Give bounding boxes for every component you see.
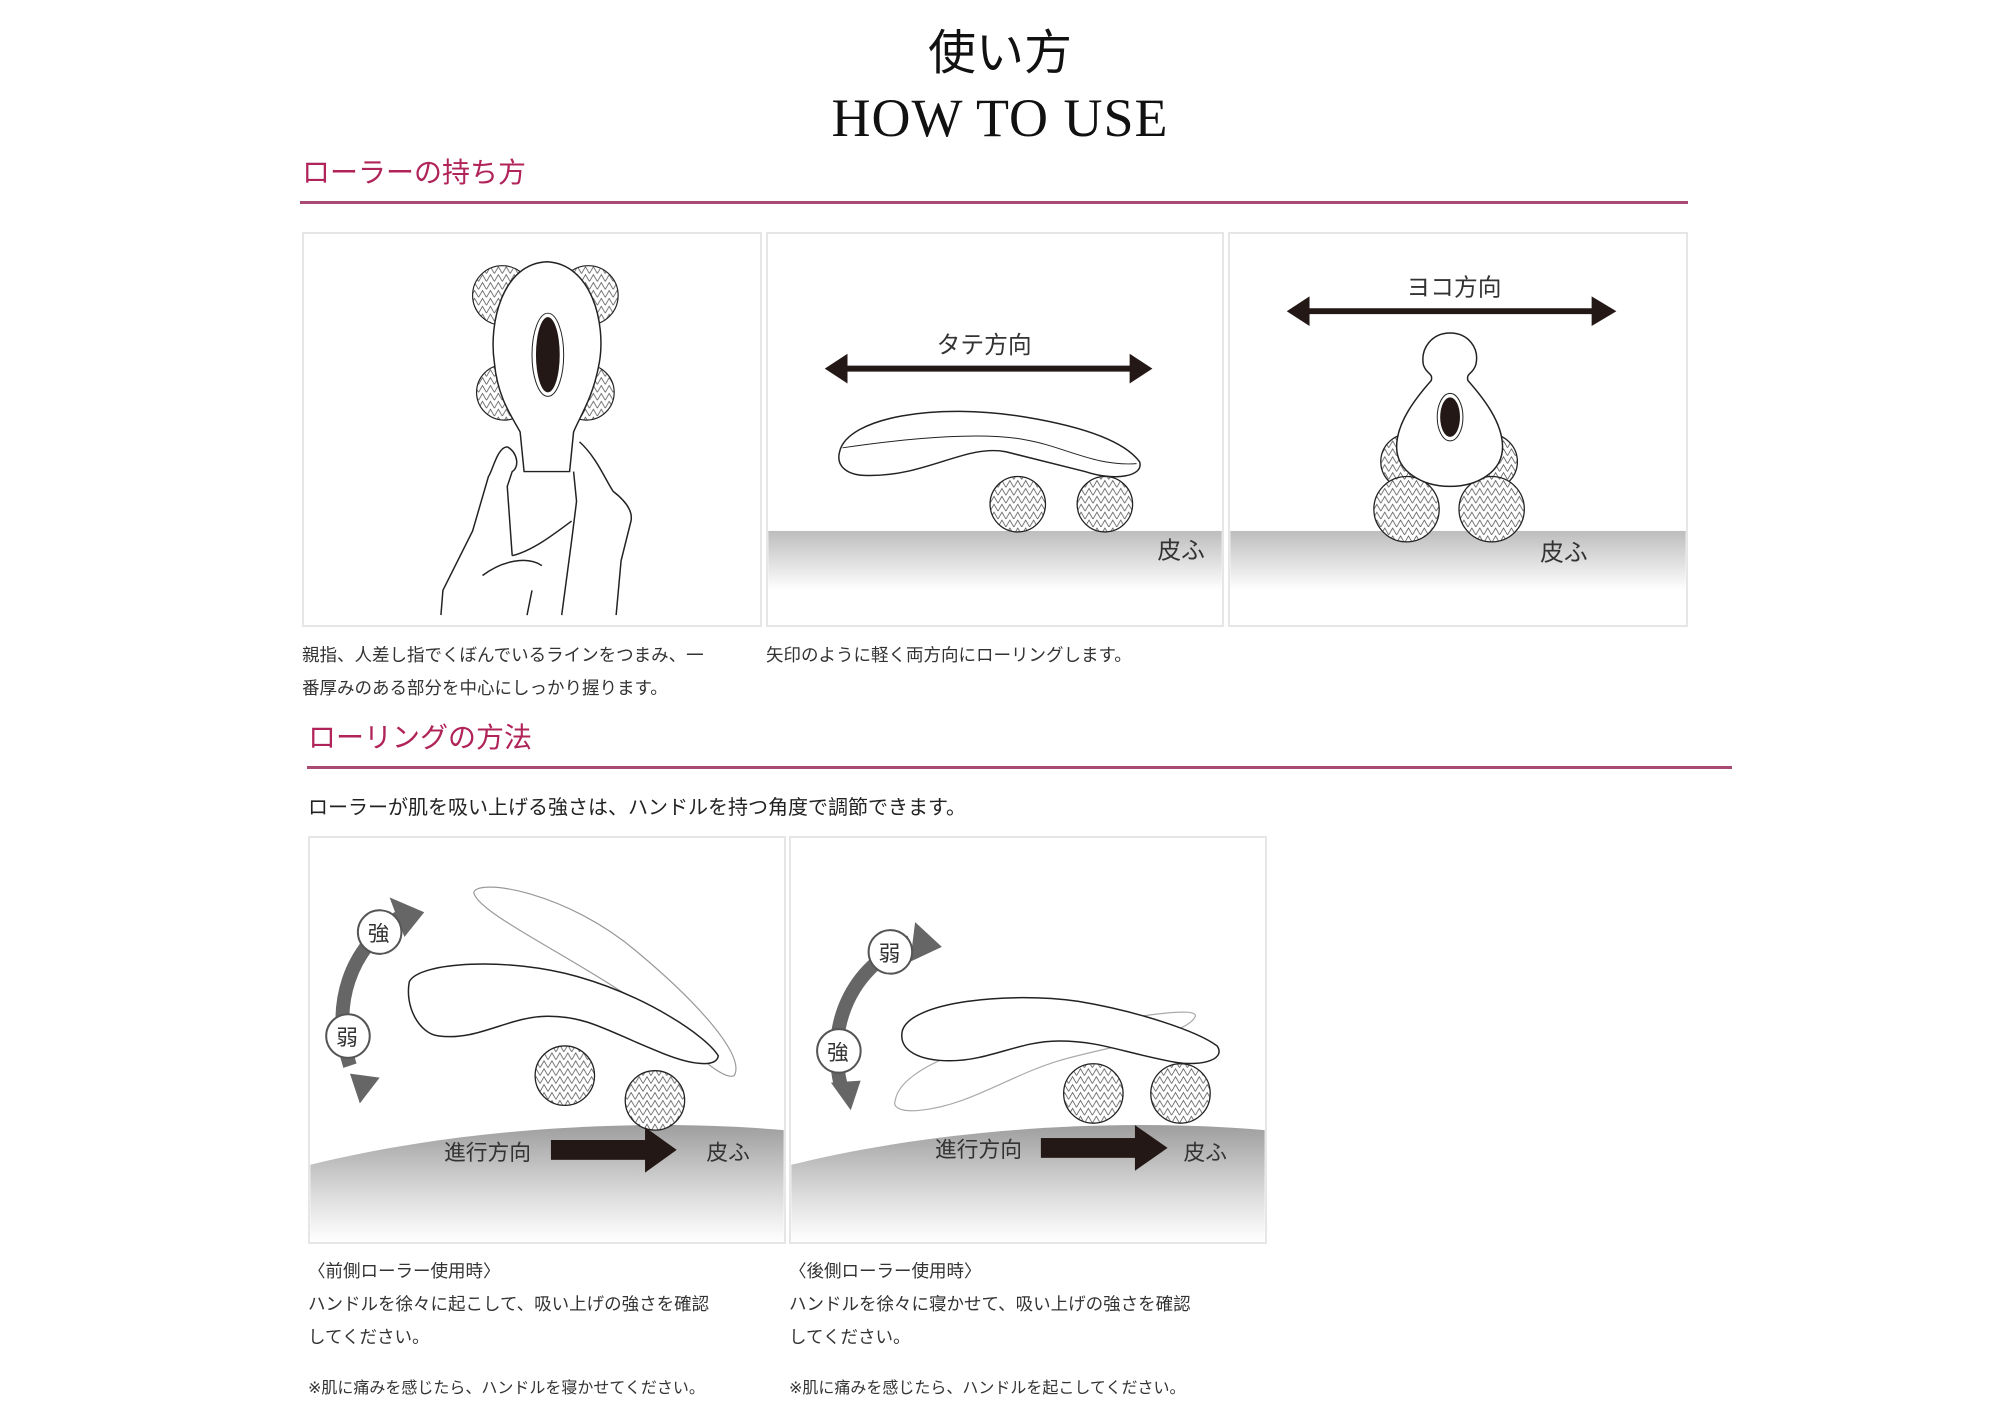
skin-label: 皮ふ bbox=[1157, 537, 1205, 565]
svg-text:強: 強 bbox=[368, 922, 390, 947]
note-front-roller: ※肌に痛みを感じたら、ハンドルを寝かせてください。 bbox=[308, 1378, 705, 1397]
arrow-label: ヨコ方向 bbox=[1407, 273, 1502, 301]
roller-ball-icon bbox=[1458, 475, 1525, 543]
panel-front-roller: 強 弱 進行方向 皮ふ bbox=[308, 836, 786, 1244]
rolling-intro-text: ローラーが肌を吸い上げる強さは、ハンドルを持つ角度で調節できます。 bbox=[308, 795, 966, 819]
skin-surface bbox=[768, 530, 1222, 591]
panel-grip-illustration bbox=[302, 232, 762, 627]
roller-ball-icon bbox=[989, 475, 1047, 533]
roller-ball-icon bbox=[1076, 475, 1134, 533]
strong-badge bbox=[816, 1028, 862, 1074]
weak-badge bbox=[325, 1013, 371, 1059]
roller-ball-icon bbox=[1150, 1063, 1211, 1124]
section-heading-hold: ローラーの持ち方 bbox=[302, 156, 527, 189]
roller-handle bbox=[901, 996, 1220, 1065]
skin-label: 皮ふ bbox=[1183, 1141, 1227, 1166]
roller-handle bbox=[838, 410, 1141, 478]
caption-rolling-direction: 矢印のように軽く両方向にローリングします。 bbox=[766, 646, 1132, 666]
roller-ball-icon bbox=[624, 1070, 686, 1131]
caption-title: 〈前側ローラー使用時〉 bbox=[308, 1262, 501, 1282]
svg-text:弱: 弱 bbox=[336, 1026, 358, 1051]
arrow-label: タテ方向 bbox=[937, 331, 1032, 359]
svg-text:弱: 弱 bbox=[878, 942, 900, 967]
forward-arrow-icon bbox=[1040, 1125, 1168, 1171]
caption-grip: 親指、人差し指でくぼんでいるラインをつまみ、一 番厚みのある部分を中心にしっかり… bbox=[302, 646, 704, 699]
caption-body: ハンドルを徐々に起こして、吸い上げの強さを確認 bbox=[308, 1295, 710, 1315]
section-heading-rolling: ローリングの方法 bbox=[308, 721, 533, 754]
roller-ball-icon bbox=[534, 1045, 596, 1106]
panel-vertical-direction: タテ方向 皮ふ bbox=[766, 232, 1224, 627]
strong-badge bbox=[356, 909, 403, 955]
panel-rear-roller: 弱 強 進行方向 皮ふ bbox=[789, 836, 1267, 1244]
section-divider bbox=[307, 766, 1732, 769]
forward-arrow-icon bbox=[550, 1127, 677, 1173]
direction-label: 進行方向 bbox=[444, 1141, 531, 1166]
page-title-ja: 使い方 bbox=[927, 25, 1072, 81]
section-divider bbox=[300, 201, 1688, 204]
caption-title: 〈後側ローラー使用時〉 bbox=[789, 1262, 982, 1282]
caption-front-roller: 〈前側ローラー使用時〉 ハンドルを徐々に起こして、吸い上げの強さを確認 してくだ… bbox=[308, 1256, 788, 1355]
direction-label: 進行方向 bbox=[935, 1138, 1022, 1163]
double-arrow-icon bbox=[824, 353, 1153, 384]
skin-label: 皮ふ bbox=[706, 1141, 750, 1166]
skin-label: 皮ふ bbox=[1540, 539, 1588, 567]
note-rear-roller: ※肌に痛みを感じたら、ハンドルを起こしてください。 bbox=[789, 1378, 1186, 1397]
roller-handle bbox=[407, 963, 720, 1065]
caption-body: ハンドルを徐々に寝かせて、吸い上げの強さを確認 bbox=[789, 1295, 1191, 1315]
double-arrow-icon bbox=[1286, 296, 1617, 327]
caption-rear-roller: 〈後側ローラー使用時〉 ハンドルを徐々に寝かせて、吸い上げの強さを確認 してくだ… bbox=[789, 1256, 1269, 1355]
roller-ball-icon bbox=[1373, 475, 1440, 543]
page-title-en: HOW TO USE bbox=[831, 88, 1169, 148]
hand-holding-roller-illustration bbox=[440, 260, 633, 616]
roller-ball-icon bbox=[1063, 1063, 1124, 1124]
svg-text:強: 強 bbox=[827, 1041, 849, 1066]
skin-surface bbox=[1230, 530, 1686, 591]
panel-horizontal-direction: ヨコ方向 皮ふ bbox=[1228, 232, 1688, 627]
weak-badge bbox=[867, 929, 914, 975]
